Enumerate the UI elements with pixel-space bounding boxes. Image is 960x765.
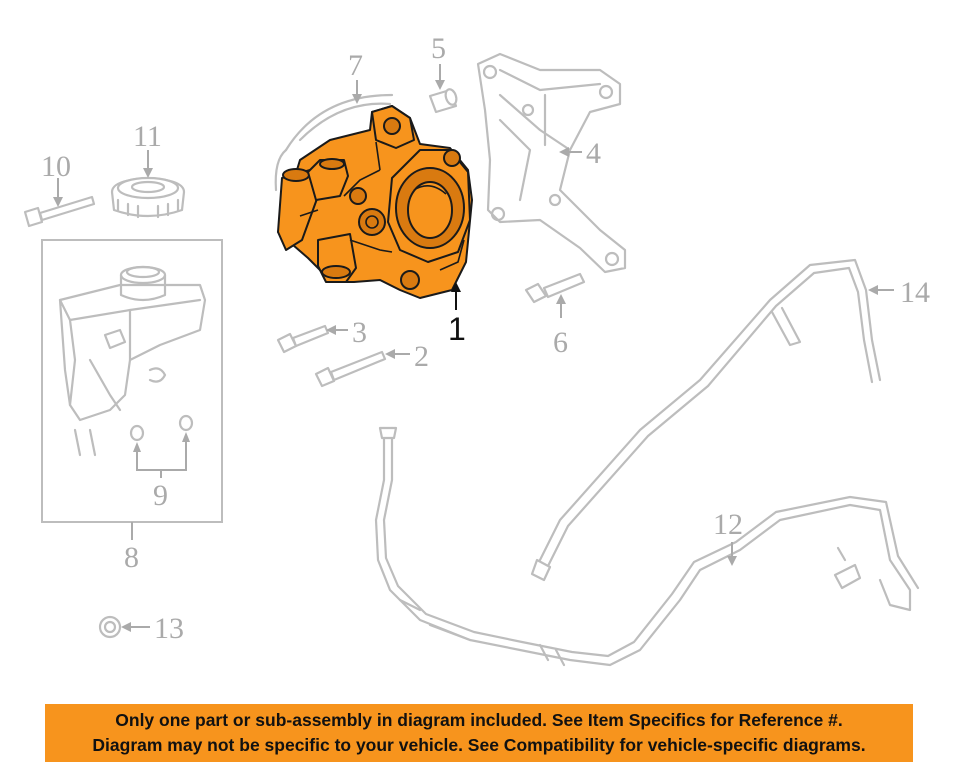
bolt-10 xyxy=(23,178,96,228)
callout-10: 10 xyxy=(41,150,71,183)
callout-2: 2 xyxy=(414,340,429,373)
callout-12: 12 xyxy=(713,508,743,541)
callout-6: 6 xyxy=(553,326,568,359)
reservoir-cap-11 xyxy=(110,150,186,219)
callout-3: 3 xyxy=(352,316,367,349)
pressure-hose-14 xyxy=(530,258,894,582)
callout-7: 7 xyxy=(348,49,363,82)
callout-9: 9 xyxy=(153,479,168,512)
disclaimer-banner: Only one part or sub-assembly in diagram… xyxy=(45,704,913,762)
power-steering-pump-1 xyxy=(277,105,473,310)
callout-14: 14 xyxy=(900,276,930,309)
pulley-7 xyxy=(274,80,394,192)
bolt-3 xyxy=(276,324,348,354)
callout-13: 13 xyxy=(154,612,184,645)
grommet-13 xyxy=(98,615,150,639)
reservoir-group xyxy=(41,239,223,540)
disclaimer-line-1: Only one part or sub-assembly in diagram… xyxy=(115,710,843,730)
parts-diagram: 1 2 3 4 5 6 7 8 9 10 11 12 13 14 xyxy=(23,32,930,667)
return-line-12 xyxy=(374,426,920,667)
callout-4: 4 xyxy=(586,137,601,170)
callout-8: 8 xyxy=(124,541,139,574)
bracket-4 xyxy=(476,52,627,274)
disclaimer-line-2: Diagram may not be specific to your vehi… xyxy=(92,735,866,755)
callout-5: 5 xyxy=(431,32,446,65)
callout-11: 11 xyxy=(133,120,162,153)
bolt-6 xyxy=(524,272,586,318)
bolt-2 xyxy=(314,349,410,388)
callout-1: 1 xyxy=(448,311,466,347)
dowel-5 xyxy=(428,64,458,114)
